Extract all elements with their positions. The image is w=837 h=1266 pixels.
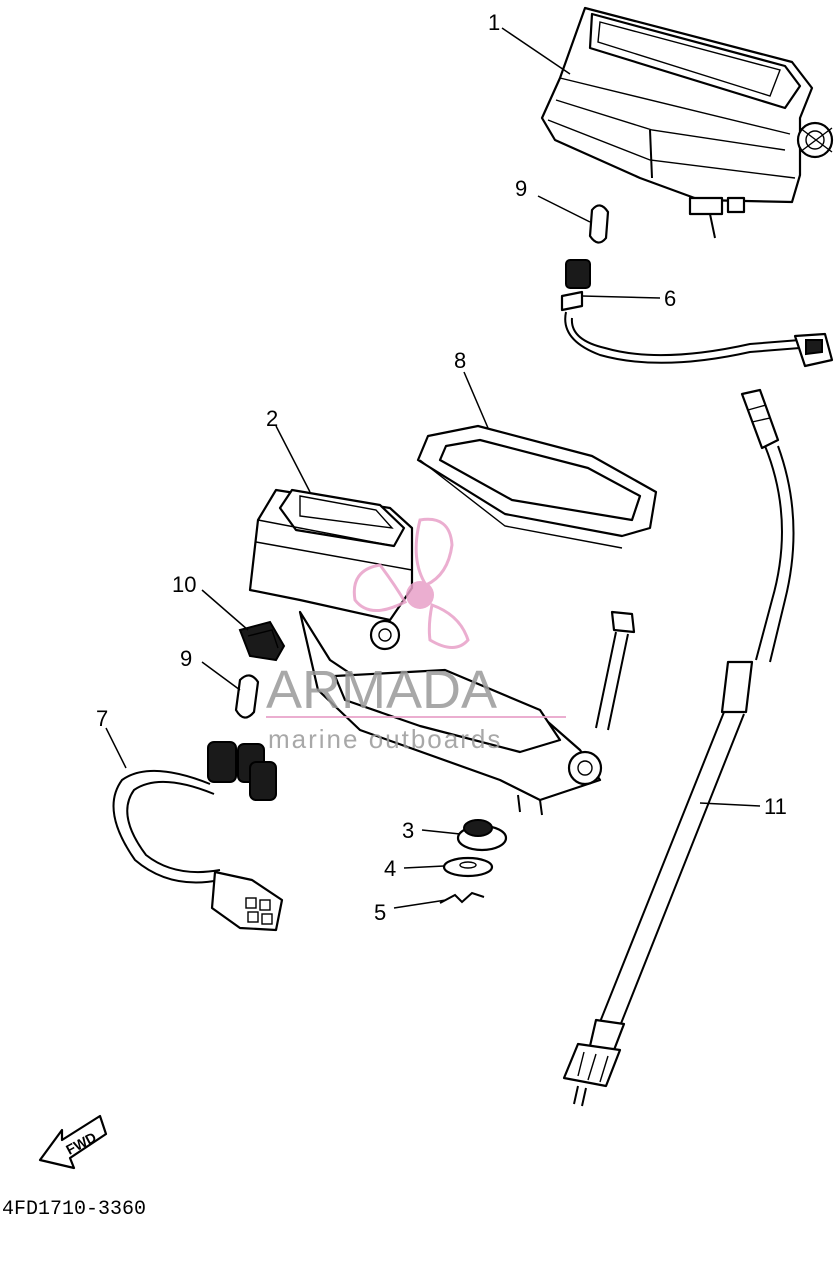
- socket-harness: [112, 741, 284, 932]
- callout-9-upper: 9: [515, 176, 527, 201]
- callout-7: 7: [96, 706, 108, 731]
- socket-cord-upper: [560, 259, 834, 368]
- callout-10: 10: [172, 572, 196, 597]
- callout-11: 11: [764, 794, 787, 819]
- callout-9-lower: 9: [180, 646, 192, 671]
- gasket: [416, 424, 658, 549]
- leader-lines: [105, 27, 761, 909]
- grommet: [238, 620, 286, 662]
- callout-5: 5: [374, 900, 386, 925]
- bolt: [595, 610, 636, 731]
- callout-3: 3: [402, 818, 414, 843]
- small-parts: [439, 819, 508, 904]
- propeller-logo-icon: [352, 517, 470, 649]
- callout-numbers: 1 2 3 4 5 6 7 8 9 9 10 11: [96, 10, 787, 925]
- diagram-code: 4FD1710-3360: [2, 1198, 146, 1221]
- callout-6: 6: [664, 286, 676, 311]
- callout-4: 4: [384, 856, 396, 881]
- bulb-upper: [588, 204, 610, 244]
- watermark-brand: ARMADA: [266, 660, 497, 720]
- callout-2: 2: [266, 406, 278, 431]
- watermark-tagline: marine outboards: [268, 724, 502, 754]
- meter-housing: [248, 488, 603, 816]
- callout-8: 8: [454, 348, 466, 373]
- bulb-lower: [234, 674, 260, 719]
- speedometer-assembly: [540, 6, 834, 239]
- armada-watermark: ARMADA marine outboards: [266, 517, 566, 754]
- fwd-arrow-icon: FWD: [38, 1114, 108, 1170]
- speedometer-cable: [562, 388, 795, 1107]
- callout-1: 1: [488, 10, 500, 35]
